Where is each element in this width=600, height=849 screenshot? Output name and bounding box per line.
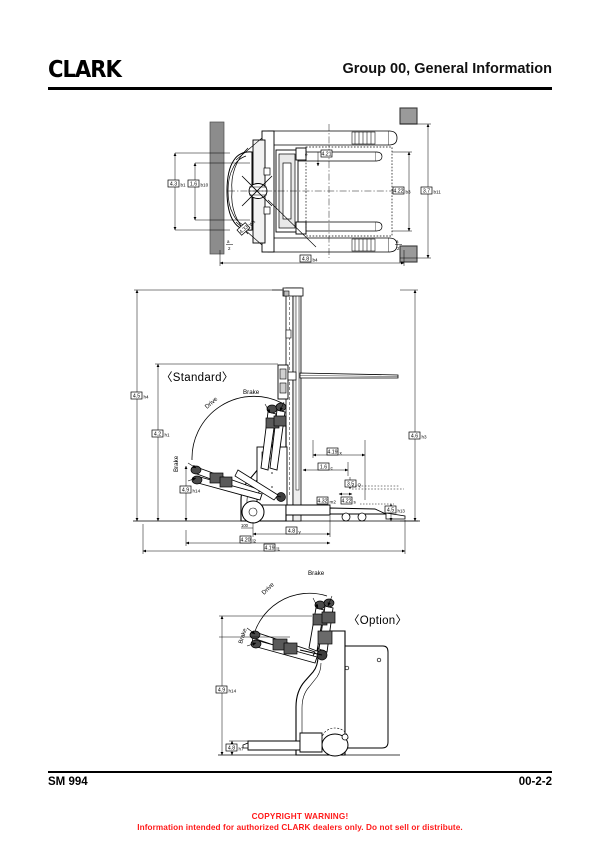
clark-logo: CLARK (48, 57, 122, 83)
callout-x: 4.19 x (326, 447, 343, 456)
page-number: 00-2-2 (518, 776, 552, 788)
svg-text:4.22: 4.22 (393, 189, 403, 195)
brake-label-top: Brake (243, 389, 260, 396)
pallet-block-bottom (399, 245, 418, 263)
standard-view-title: 〈Standard〉 (161, 372, 234, 384)
svg-text:4.32: 4.32 (317, 499, 327, 505)
page-header: CLARK Group 00, General Information (48, 58, 552, 92)
svg-text:4.8: 4.8 (228, 746, 235, 752)
svg-text:x: x (340, 450, 343, 455)
svg-text:2: 2 (397, 246, 400, 251)
svg-text:c: c (331, 465, 334, 470)
svg-text:4.9: 4.9 (182, 488, 189, 494)
footer-divider (48, 771, 552, 774)
copyright-warning-text: Information intended for authorized CLAR… (137, 823, 463, 832)
svg-text:y: y (299, 529, 302, 534)
svg-text:3.5: 3.5 (347, 482, 354, 488)
wall-reference (209, 121, 225, 255)
header-divider (48, 87, 552, 90)
callout-b3: 4.22 b3 (392, 186, 412, 195)
svg-text:1.6: 1.6 (190, 182, 197, 188)
copyright-warning-heading: COPYRIGHT WARNING! (251, 812, 349, 821)
svg-text:4.22: 4.22 (341, 499, 351, 505)
svg-text:h7: h7 (239, 746, 245, 751)
svg-text:b11: b11 (434, 189, 442, 194)
callout-h7-option: 4.8 h7 (225, 743, 245, 752)
svg-text:Q: Q (358, 482, 362, 487)
callout-c: 1.6 c (317, 462, 334, 471)
svg-text:l1: l1 (277, 546, 281, 551)
svg-text:1.6: 1.6 (320, 465, 327, 471)
callout-h4: 4.5 h4 (130, 391, 150, 400)
callout-b10: 1.6 b10 (187, 179, 209, 188)
callout-h14-option: 4.9 h14 (215, 685, 237, 694)
callout-a2-right: a 2 (395, 239, 402, 251)
svg-text:4.33: 4.33 (239, 224, 250, 235)
svg-text:h4: h4 (144, 394, 150, 399)
callout-h13: 4.5 h13 (384, 505, 406, 514)
callout-l2: 4.20 l2 (239, 535, 257, 544)
svg-text:2: 2 (228, 246, 231, 251)
callout-y: 4.8 y (285, 526, 302, 535)
svg-text:4.3: 4.3 (170, 182, 177, 188)
callout-100: 100 (241, 523, 249, 528)
brake-label-top-option: Brake (308, 570, 325, 577)
svg-text:h14: h14 (193, 488, 201, 493)
callout-l1: 4.19 l1 (263, 543, 281, 552)
svg-text:a: a (227, 239, 230, 244)
manual-code: SM 994 (48, 776, 88, 788)
svg-text:b4: b4 (313, 257, 319, 262)
callout-b4: 4.8 b4 (299, 254, 319, 263)
brake-label-left: Brake (173, 455, 180, 472)
callout-h1: 4.2 h1 (151, 429, 171, 438)
callout-q: 3.5 Q (344, 479, 362, 488)
standard-view-group: Brake Drive Brake 4.5 h4 (130, 287, 428, 554)
svg-text:l2: l2 (253, 538, 257, 543)
option-view-group: Brake Drive Brake 4.9 h14 (215, 570, 400, 757)
callout-b5: 4.21 (320, 149, 333, 158)
svg-text:4.21: 4.21 (321, 152, 331, 158)
svg-text:4.20: 4.20 (240, 538, 250, 544)
svg-text:h1: h1 (165, 432, 171, 437)
brake-label-left-option: Brake (238, 627, 249, 644)
svg-text:s: s (354, 499, 357, 504)
svg-text:4.2: 4.2 (154, 432, 161, 438)
svg-text:h3: h3 (422, 434, 428, 439)
drive-label: Drive (204, 395, 220, 410)
svg-text:b10: b10 (201, 182, 209, 187)
plan-view-group: 4.3 b1 1.6 b10 4.22 b3 (167, 107, 442, 266)
callout-e: e (305, 152, 308, 157)
callout-m2: 4.32 m2 (316, 496, 337, 505)
callout-s: 4.22 s (340, 496, 357, 505)
drive-label-option: Drive (261, 581, 277, 596)
callout-wa: 4.33 Wa (236, 219, 257, 236)
svg-text:4.19: 4.19 (264, 546, 274, 552)
callout-h3: 4.6 h3 (408, 431, 428, 440)
svg-text:4.8: 4.8 (302, 257, 309, 263)
callout-h14: 4.9 h14 (179, 485, 201, 494)
svg-text:4.8: 4.8 (288, 529, 295, 535)
pallet-block-top (399, 107, 418, 125)
svg-text:b3: b3 (406, 189, 412, 194)
svg-text:h14: h14 (229, 688, 237, 693)
svg-text:4.19: 4.19 (327, 450, 337, 456)
svg-text:b1: b1 (181, 182, 187, 187)
callout-a2-left: a 2 (226, 239, 233, 251)
svg-text:a: a (396, 239, 399, 244)
callout-b1: 4.3 b1 (167, 179, 187, 188)
svg-text:4.9: 4.9 (218, 688, 225, 694)
svg-text:m2: m2 (330, 499, 337, 504)
svg-text:Wa: Wa (248, 219, 257, 227)
svg-text:h13: h13 (398, 508, 406, 513)
svg-text:4.5: 4.5 (387, 508, 394, 514)
svg-text:4.6: 4.6 (411, 434, 418, 440)
svg-text:3.7: 3.7 (423, 189, 430, 195)
callout-b11: 3.7 b11 (420, 186, 442, 195)
option-view-title: 〈Option〉 (348, 615, 408, 627)
svg-text:4.5: 4.5 (133, 394, 140, 400)
page-title: Group 00, General Information (342, 61, 552, 77)
